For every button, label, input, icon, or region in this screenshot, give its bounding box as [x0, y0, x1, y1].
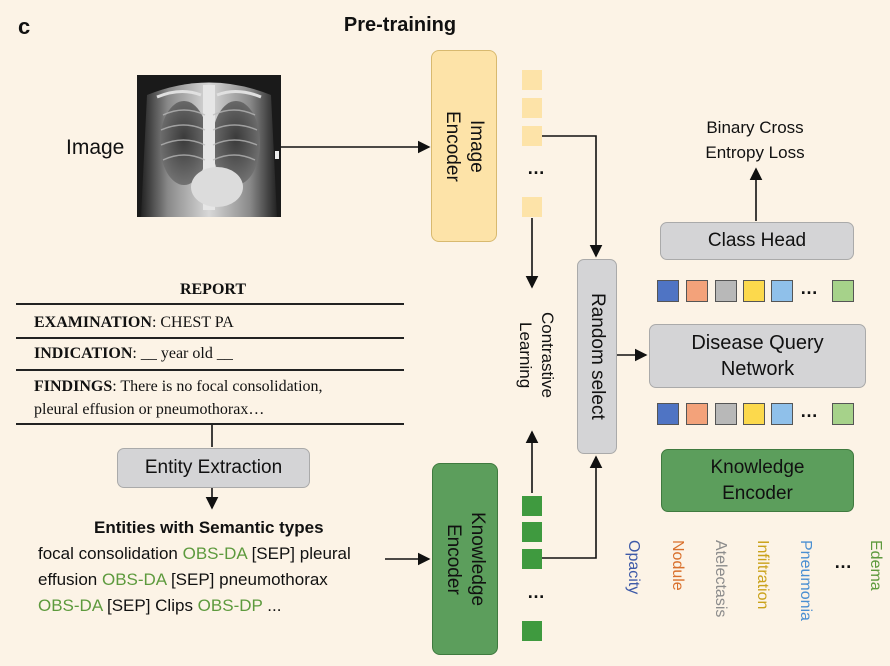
entity-text: effusion: [38, 570, 102, 589]
image-feature-square: [522, 70, 542, 90]
indication-label: INDICATION: [34, 345, 133, 362]
entity-type: OBS-DA: [38, 596, 103, 615]
image-label: Image: [66, 136, 125, 159]
entity-text: [SEP] Clips: [102, 596, 198, 615]
examination-value: : CHEST PA: [151, 314, 234, 331]
entity-type: OBS-DA: [182, 544, 247, 563]
knowledge-encoder-v-label-2: Encoder: [443, 523, 464, 595]
random-select-box: Random select: [577, 259, 617, 454]
query-square: [832, 280, 854, 302]
chest-xray-image: [137, 75, 281, 217]
entity-type: OBS-DP: [197, 596, 263, 615]
class-head-box: Class Head: [660, 222, 854, 260]
dqn-label-1: Disease Query: [691, 332, 824, 354]
image-encoder-label-1: Image: [466, 119, 487, 173]
query-square: [832, 403, 854, 425]
disease-label: Nodule: [669, 540, 686, 591]
text-feature-square: [522, 549, 542, 569]
knowledge-encoder-box: Knowledge Encoder: [661, 449, 854, 512]
query-square: [657, 280, 679, 302]
entity-type: OBS-DA: [101, 570, 167, 589]
ellipsis: …: [800, 278, 818, 298]
query-square: [715, 280, 737, 302]
entity-text: [SEP] pneumothorax: [166, 570, 328, 589]
dqn-label-2: Network: [720, 358, 795, 380]
ellipsis: …: [527, 582, 545, 602]
report-divider: [16, 423, 404, 425]
indication-value: : __ year old __: [132, 345, 233, 362]
entities-line-2: effusion OBS-DA [SEP] pneumothorax: [38, 570, 328, 590]
disease-label: Edema: [867, 540, 884, 591]
query-square: [657, 403, 679, 425]
query-square: [686, 403, 708, 425]
findings-label: FINDINGS: [34, 378, 113, 395]
query-square: [686, 280, 708, 302]
report-indication: INDICATION: __ year old __: [34, 345, 233, 363]
entity-text: focal consolidation: [38, 544, 183, 563]
text-feature-square: [522, 621, 542, 641]
report-findings: FINDINGS: There is no focal consolidatio…: [34, 378, 323, 396]
query-square: [715, 403, 737, 425]
contrastive-label-1: Contrastive: [538, 312, 557, 398]
text-feature-square: [522, 496, 542, 516]
knowledge-encoder-label-1: Knowledge: [710, 456, 805, 478]
image-encoder-label-2: Encoder: [442, 110, 463, 182]
image-encoder-box: Image Encoder: [431, 50, 497, 242]
text-feature-square: [522, 522, 542, 542]
query-square: [743, 280, 765, 302]
report-divider: [16, 369, 404, 371]
knowledge-encoder-v-label-1: Knowledge: [467, 511, 488, 607]
random-select-label: Random select: [587, 293, 608, 420]
entity-text: ...: [262, 596, 282, 615]
query-square: [743, 403, 765, 425]
report-divider: [16, 337, 404, 339]
ellipsis: …: [800, 401, 818, 421]
query-square: [771, 403, 793, 425]
disease-label: Pneumonia: [797, 540, 814, 621]
disease-query-network-box: Disease Query Network: [649, 324, 866, 388]
examination-label: EXAMINATION: [34, 314, 152, 331]
bce-loss-line-2: Entropy Loss: [705, 143, 805, 162]
image-feature-square: [522, 98, 542, 118]
bce-loss-label: Binary Cross Entropy Loss: [690, 115, 820, 165]
entities-line-3: OBS-DA [SEP] Clips OBS-DP ...: [38, 596, 281, 616]
disease-label: Infiltration: [754, 540, 771, 610]
findings-value: : There is no focal consolidation,: [112, 378, 323, 395]
entities-title: Entities with Semantic types: [94, 518, 324, 537]
entity-text: [SEP] pleural: [246, 544, 351, 563]
query-square: [771, 280, 793, 302]
report-title: REPORT: [179, 281, 247, 298]
image-feature-square: [522, 126, 542, 146]
report-divider: [16, 303, 404, 305]
entities-line-1: focal consolidation OBS-DA [SEP] pleural: [38, 544, 351, 564]
ellipsis: …: [834, 552, 852, 572]
report-examination: EXAMINATION: CHEST PA: [34, 314, 234, 332]
panel-letter: c: [18, 14, 31, 39]
diagram-title: Pre-training: [343, 14, 457, 36]
knowledge-encoder-vertical-box: Knowledge Encoder: [432, 463, 498, 655]
disease-label: Opacity: [625, 540, 642, 595]
entity-extraction-box: Entity Extraction: [117, 448, 310, 488]
contrastive-learning-label: Contrastive Learning: [510, 305, 558, 405]
contrastive-label-2: Learning: [516, 321, 535, 389]
ellipsis: …: [527, 158, 545, 178]
bce-loss-line-1: Binary Cross: [706, 118, 804, 137]
disease-label: Atelectasis: [712, 540, 729, 618]
knowledge-encoder-label-2: Encoder: [722, 482, 793, 504]
report-findings-line2: pleural effusion or pneumothorax…: [34, 401, 265, 418]
image-feature-square: [522, 197, 542, 217]
